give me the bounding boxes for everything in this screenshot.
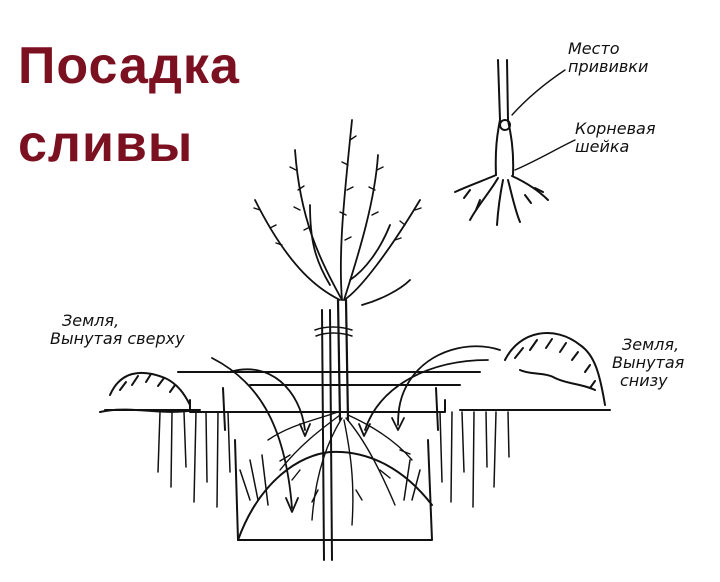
pit-walls-roots: [157, 411, 510, 508]
label-soil-bottom-line1: Земля,: [622, 335, 680, 354]
title-line-1: Посадка: [18, 37, 240, 95]
title-line-2: сливы: [18, 115, 194, 173]
soil-arrows: [211, 345, 501, 513]
tree-ties: [314, 326, 353, 337]
label-soil-top-line1: Земля,: [62, 311, 120, 330]
ground-surface: [99, 371, 611, 413]
planting-pit: [189, 399, 446, 541]
tree-branches: [254, 119, 421, 306]
label-soil-bottom: Земля, Вынутая снизу: [612, 336, 684, 390]
soil-mound-left: [109, 371, 191, 406]
label-root-collar: Корневая шейка: [575, 120, 655, 156]
label-soil-top: Земля, Вынутая сверху: [50, 312, 185, 348]
branch-buds: [253, 135, 422, 246]
label-soil-top-line2: Вынутая сверху: [50, 329, 185, 348]
inset-seedling: [454, 59, 576, 226]
soil-mound-right: [504, 332, 606, 406]
label-graft-place-line1: Место: [568, 39, 620, 58]
label-soil-bottom-line3: снизу: [620, 371, 668, 390]
tree-trunk: [336, 298, 350, 422]
tree-roots: [267, 411, 413, 526]
stakes: [222, 309, 439, 561]
label-root-collar-line1: Корневая: [575, 119, 656, 138]
label-root-collar-line2: шейка: [575, 137, 630, 156]
label-graft-place-line2: прививки: [568, 57, 649, 76]
label-graft-place: Место прививки: [568, 40, 648, 76]
label-soil-bottom-line2: Вынутая: [612, 353, 685, 372]
